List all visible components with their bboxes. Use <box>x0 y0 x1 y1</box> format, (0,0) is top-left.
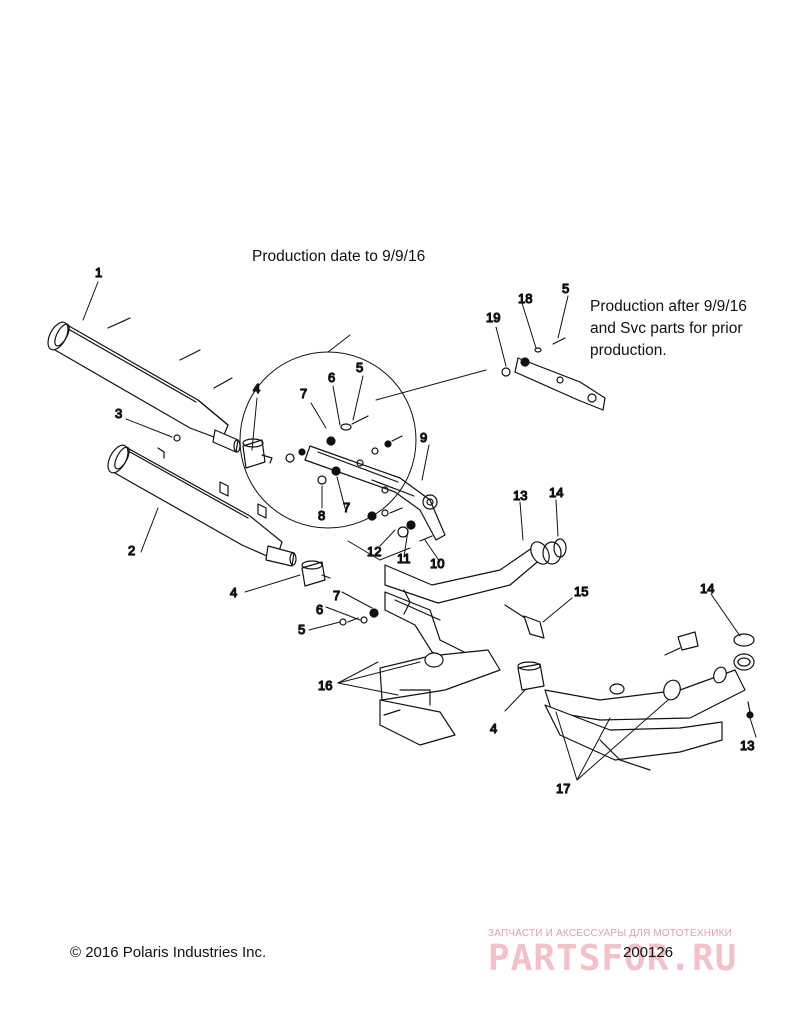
note-line-3: production. <box>590 342 667 359</box>
callout-13-upper: 13 <box>513 488 527 503</box>
callout-5-detail: 5 <box>356 360 363 375</box>
callout-2: 2 <box>128 543 135 558</box>
head-pipe-lower <box>379 649 501 746</box>
callout-4-upper: 4 <box>253 381 260 396</box>
clamp-center <box>517 661 545 691</box>
callout-18: 18 <box>518 291 532 306</box>
callout-4-lower: 4 <box>230 585 237 600</box>
drawing-number: 200126 <box>623 944 674 961</box>
callout-10: 10 <box>430 556 444 571</box>
callout-7-lower: 7 <box>333 588 340 603</box>
callout-13-lower: 13 <box>740 738 754 753</box>
watermark-logo: PARTSFOR.RU <box>488 938 738 979</box>
callout-9: 9 <box>420 430 427 445</box>
bracket-inset-after <box>501 337 606 411</box>
callout-7-mid: 7 <box>343 500 350 515</box>
hanger-bracket-9 <box>304 436 446 541</box>
watermark-tagline: ЗАПЧАСТИ И АКСЕССУАРЫ ДЛЯ МОТОТЕХНИКИ <box>488 928 733 939</box>
callout-12: 12 <box>367 544 381 559</box>
callout-16: 16 <box>318 678 332 693</box>
clamp-lower <box>301 560 331 587</box>
hardware <box>173 415 433 626</box>
note-production-date: Production date to 9/9/16 <box>252 248 426 265</box>
note-line-2: and Svc parts for prior <box>590 320 743 337</box>
muffler-lower <box>107 444 297 567</box>
watermark: ЗАПЧАСТИ И АКСЕССУАРЫ ДЛЯ МОТОТЕХНИКИ PA… <box>488 928 788 979</box>
callout-5-lower: 5 <box>298 622 305 637</box>
callout-19: 19 <box>486 310 500 325</box>
callout-14-upper: 14 <box>549 485 563 500</box>
muffler-upper <box>47 317 241 453</box>
callout-1: 1 <box>95 265 102 280</box>
callout-14-lower: 14 <box>700 581 714 596</box>
head-pipe-rear <box>544 653 755 771</box>
oxygen-sensor-rear <box>664 631 699 656</box>
callout-7-detail: 7 <box>300 386 307 401</box>
callout-6-detail: 6 <box>328 370 335 385</box>
callout-8: 8 <box>318 508 325 523</box>
o-ring-upper <box>553 538 567 558</box>
callout-3: 3 <box>115 406 122 421</box>
clamp-upper <box>242 438 273 469</box>
callout-6-lower: 6 <box>316 602 323 617</box>
head-pipe-upper <box>384 541 562 669</box>
callout-4-center: 4 <box>490 721 497 736</box>
copyright: © 2016 Polaris Industries Inc. <box>70 944 267 961</box>
o-ring-lower <box>733 633 755 647</box>
callout-5-inset: 5 <box>562 281 569 296</box>
callout-17: 17 <box>556 781 570 796</box>
note-line-1: Production after 9/9/16 <box>590 298 747 315</box>
note-production-after: Production after 9/9/16 and Svc parts fo… <box>590 296 800 362</box>
oxygen-sensor-15 <box>504 604 545 639</box>
callout-15: 15 <box>574 584 588 599</box>
leader-lines <box>82 281 757 781</box>
callout-11: 11 <box>397 551 411 566</box>
